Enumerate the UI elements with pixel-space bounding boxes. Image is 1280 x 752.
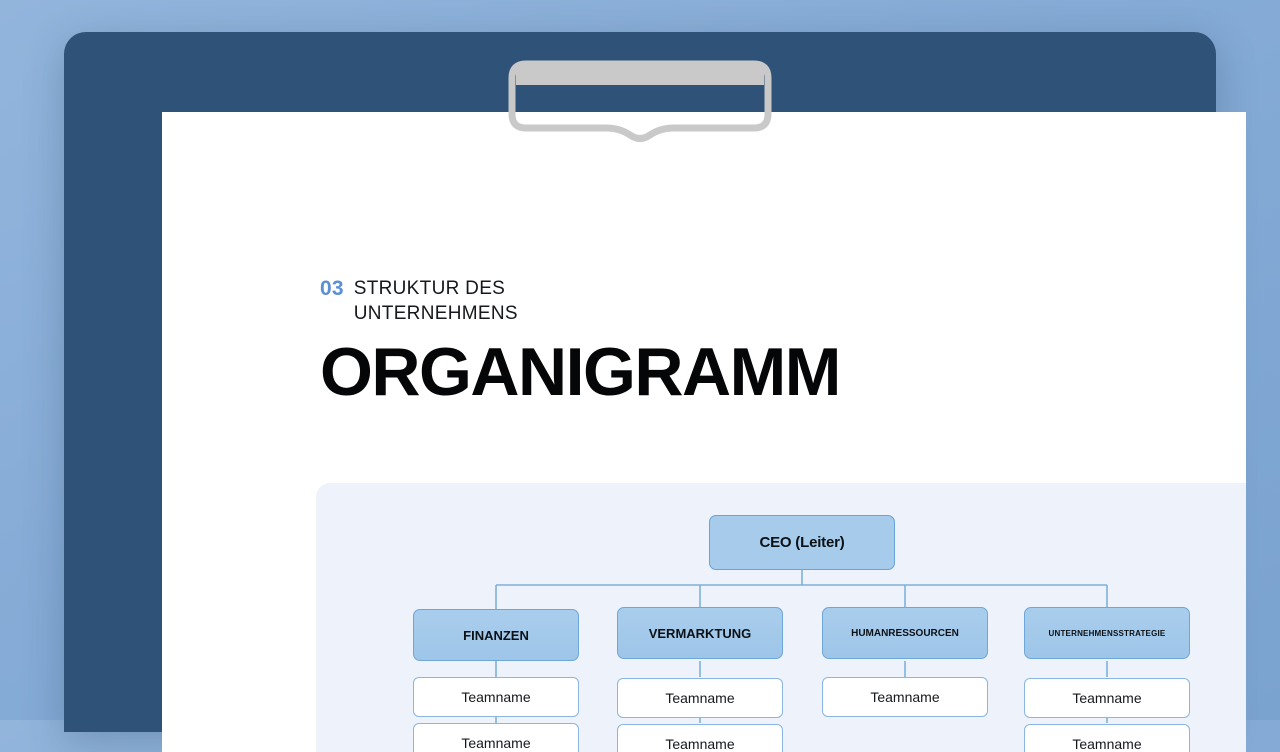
node-ceo-label: CEO (Leiter) <box>759 534 845 551</box>
device-frame: 03 STRUKTUR DES UNTERNEHMENS ORGANIGRAMM <box>64 32 1246 752</box>
node-team-label: Teamname <box>665 690 735 706</box>
node-department-label: FINANZEN <box>463 627 529 643</box>
node-team-label: Teamname <box>461 735 531 751</box>
slide-stage: 03 STRUKTUR DES UNTERNEHMENS ORGANIGRAMM <box>64 32 1246 752</box>
section-eyebrow: 03 STRUKTUR DES UNTERNEHMENS <box>320 276 1020 326</box>
slide-canvas: 03 STRUKTUR DES UNTERNEHMENS ORGANIGRAMM <box>162 112 1246 752</box>
node-department-unternehmensstrategie[interactable]: UNTERNEHMENSSTRATEGIE <box>1024 607 1190 659</box>
page-title: ORGANIGRAMM <box>320 334 841 410</box>
node-team-humanressourcen-1[interactable]: Teamname <box>822 677 988 717</box>
node-department-label: VERMARKTUNG <box>648 625 752 641</box>
node-team-label: Teamname <box>665 736 735 752</box>
slide-heading: 03 STRUKTUR DES UNTERNEHMENS ORGANIGRAMM <box>320 276 1020 406</box>
node-team-label: Teamname <box>870 689 940 705</box>
org-chart-panel: CEO (Leiter) FINANZEN Teamname Teamname … <box>316 483 1246 752</box>
node-department-vermarktung[interactable]: VERMARKTUNG <box>617 607 783 659</box>
node-team-vermarktung-2[interactable]: Teamname <box>617 724 783 752</box>
section-number: 03 <box>320 277 344 300</box>
node-team-finanzen-2[interactable]: Teamname <box>413 723 579 752</box>
section-kicker: STRUKTUR DES UNTERNEHMENS <box>353 278 518 324</box>
node-team-label: Teamname <box>1072 736 1142 752</box>
node-team-label: Teamname <box>461 689 531 705</box>
node-team-label: Teamname <box>1072 690 1142 706</box>
node-team-finanzen-1[interactable]: Teamname <box>413 677 579 717</box>
node-department-label: HUMANRESSOURCEN <box>851 627 959 639</box>
node-team-unternehmensstrategie-2[interactable]: Teamname <box>1024 724 1190 752</box>
node-team-vermarktung-1[interactable]: Teamname <box>617 678 783 718</box>
node-department-humanressourcen[interactable]: HUMANRESSOURCEN <box>822 607 988 659</box>
node-team-unternehmensstrategie-1[interactable]: Teamname <box>1024 678 1190 718</box>
node-ceo[interactable]: CEO (Leiter) <box>709 515 895 570</box>
node-department-label: UNTERNEHMENSSTRATEGIE <box>1048 628 1166 638</box>
node-department-finanzen[interactable]: FINANZEN <box>413 609 579 661</box>
